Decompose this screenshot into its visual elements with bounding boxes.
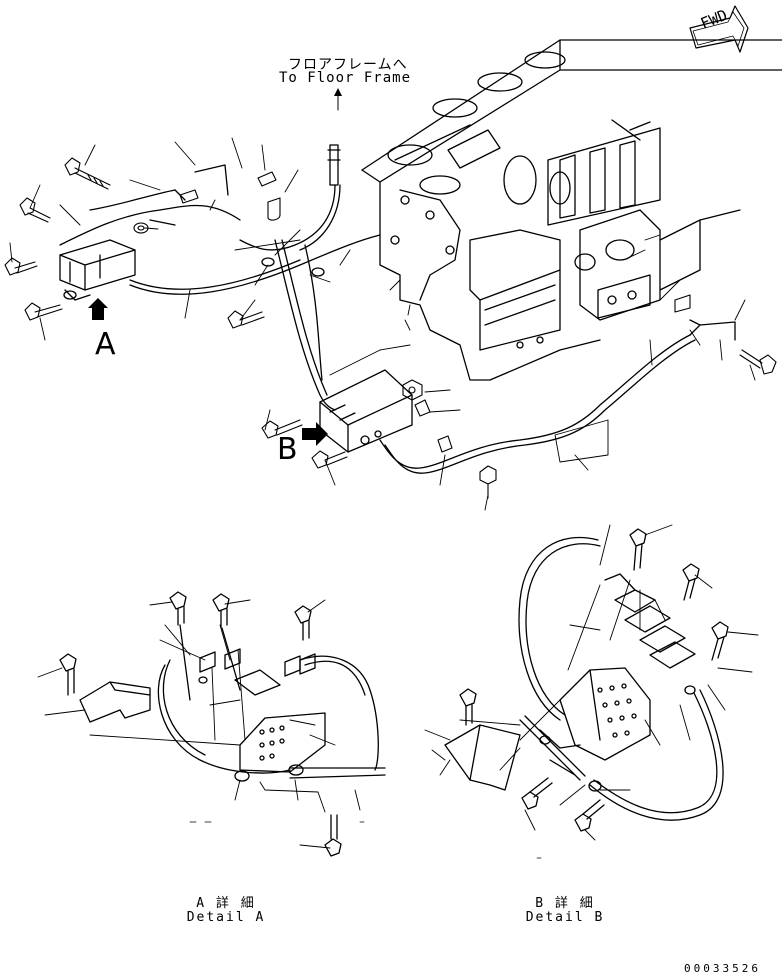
leader-lines-detail-a bbox=[37, 599, 361, 849]
leader-lines-detail-b bbox=[424, 524, 759, 841]
view-arrow-a-icon bbox=[88, 298, 108, 320]
leader-lines-top bbox=[9, 137, 756, 511]
view-marker-b: B bbox=[277, 432, 298, 467]
detail-b-diagram bbox=[444, 528, 729, 832]
connector-box-b bbox=[319, 369, 413, 453]
detail-a-caption-jp: A 詳 細 bbox=[196, 896, 256, 911]
view-arrow-b-icon bbox=[302, 422, 328, 446]
floor-frame-label-jp: フロアフレームへ bbox=[288, 57, 408, 73]
wiring-harness-main bbox=[59, 144, 736, 474]
engine-block bbox=[361, 39, 782, 381]
detail-b-caption-en: Detail B bbox=[525, 910, 605, 925]
floor-frame-label-en: To Floor Frame bbox=[279, 70, 412, 86]
view-marker-a: A bbox=[95, 327, 116, 362]
fasteners-top bbox=[4, 157, 777, 499]
detail-b-caption-jp: B 詳 細 bbox=[535, 896, 595, 911]
drawing-part-number: 00033526 bbox=[684, 962, 761, 975]
detail-a-caption-en: Detail A bbox=[186, 910, 266, 925]
detail-a-diagram bbox=[59, 591, 386, 857]
tick-marks bbox=[189, 821, 542, 859]
floor-frame-arrow-icon bbox=[334, 88, 342, 111]
